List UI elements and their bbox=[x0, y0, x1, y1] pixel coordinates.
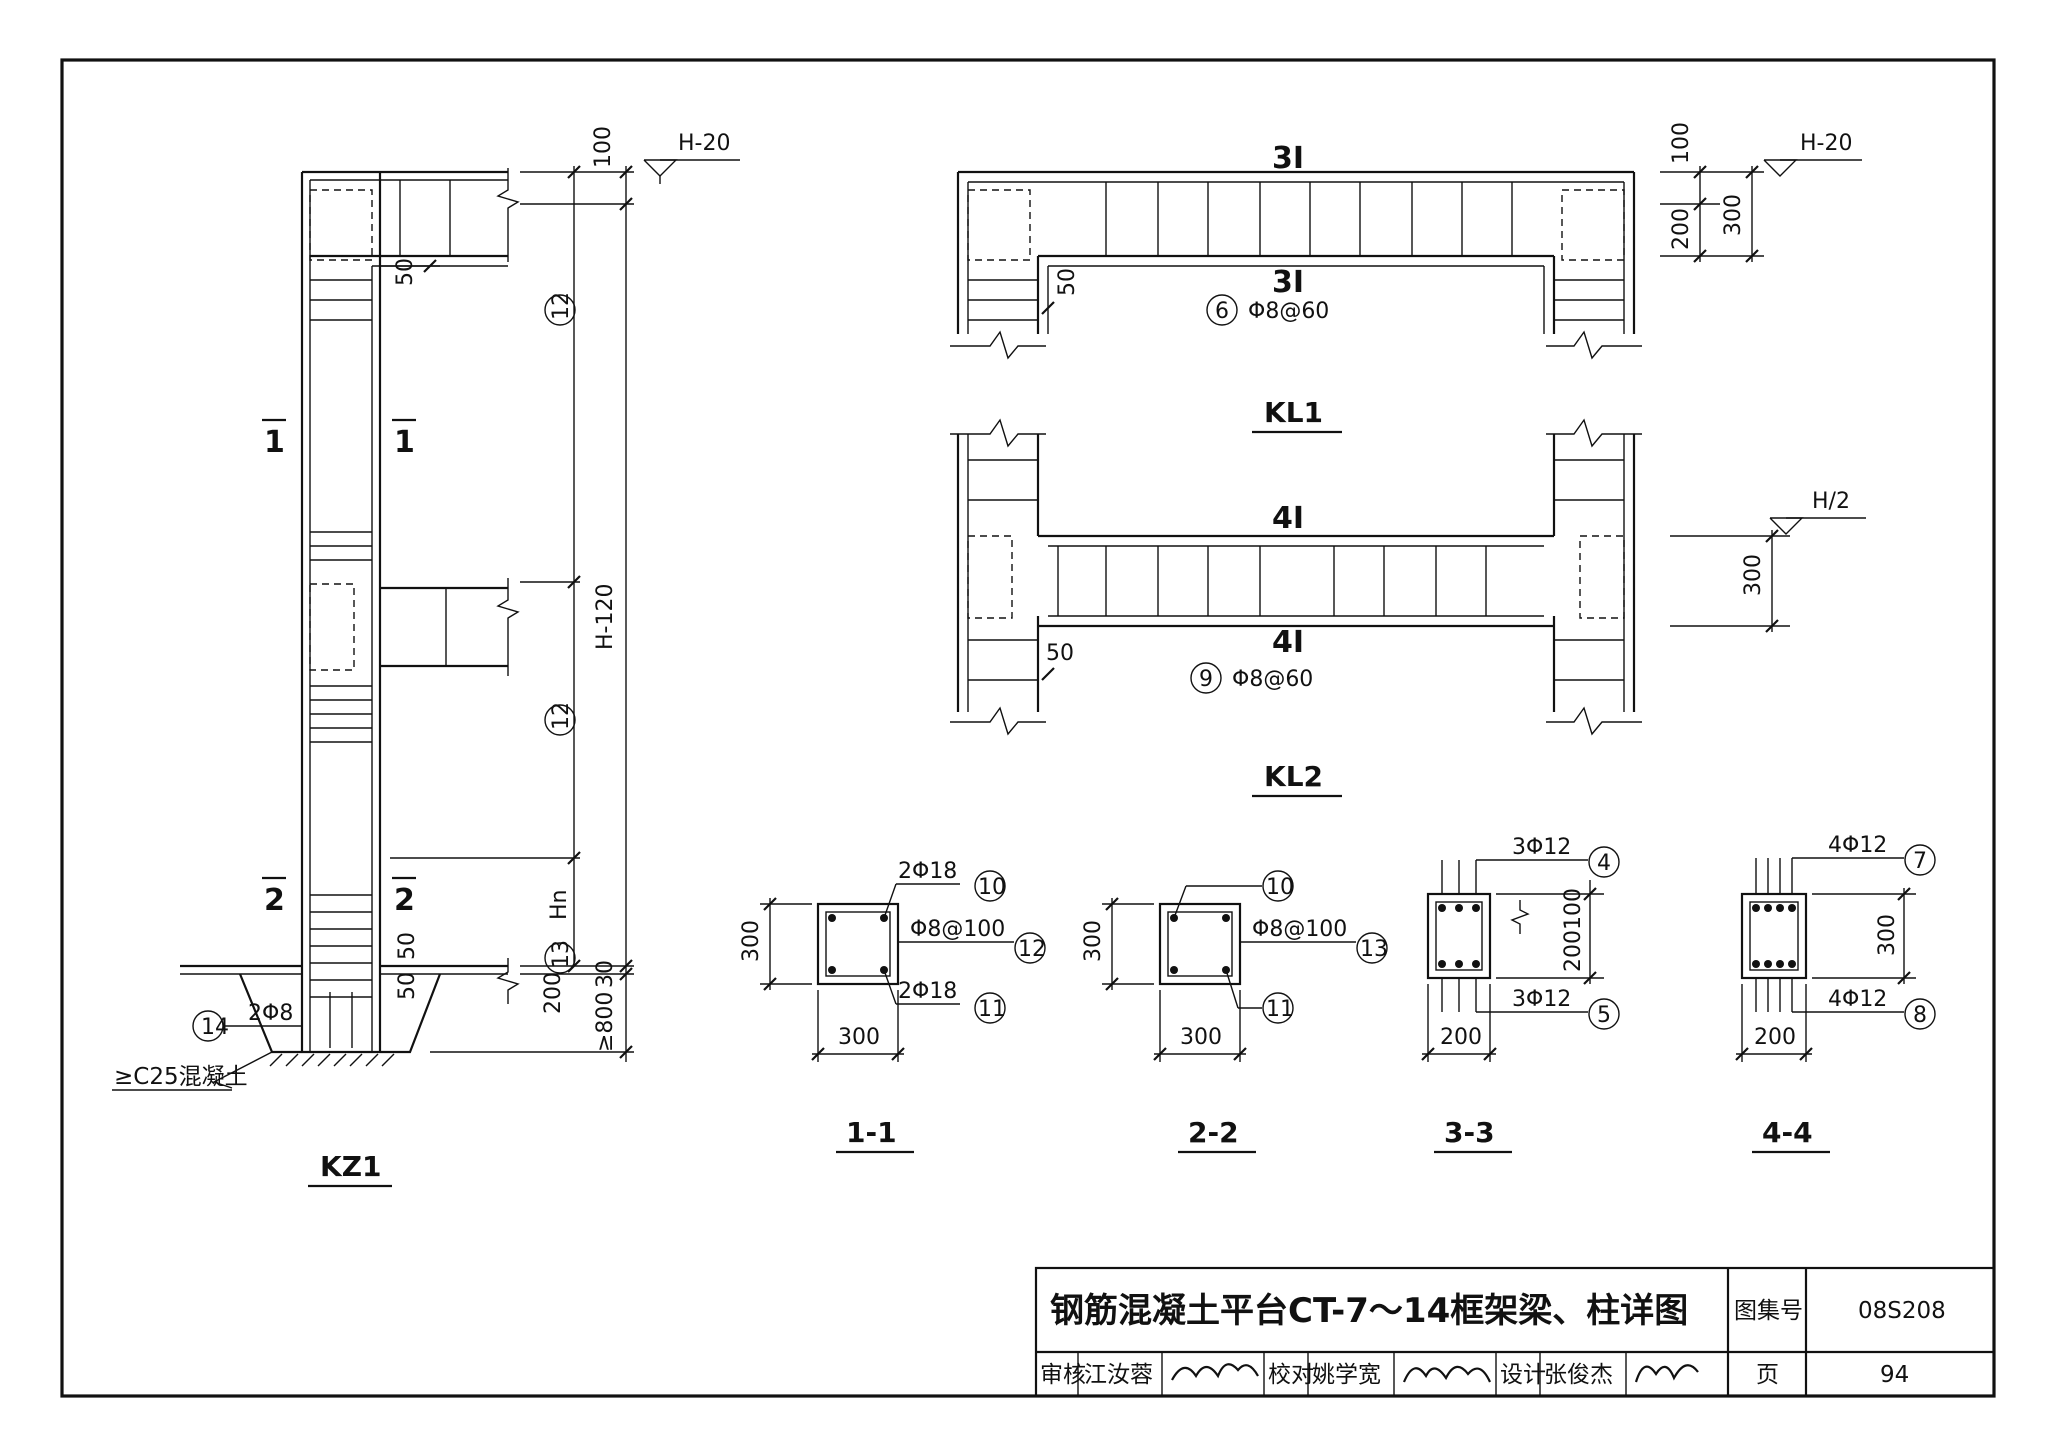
kl1-dim-100: 100 bbox=[1669, 122, 1694, 164]
kl1-top-bars: 3Ⅰ bbox=[1272, 141, 1304, 176]
atlas-label: 图集号 bbox=[1734, 1298, 1803, 1324]
kl1-caption: KL1 bbox=[1264, 396, 1323, 429]
sheet-border bbox=[60, 58, 1996, 1398]
reviewer-signature bbox=[1171, 1363, 1259, 1381]
kz1-dim-hn: Hn bbox=[547, 890, 572, 921]
sec2-caption: 2-2 bbox=[1188, 1116, 1239, 1149]
kz1-dim-30: 30 bbox=[593, 960, 618, 988]
sec2-top-mark: 10 bbox=[1266, 875, 1294, 900]
sec1-bot-mark: 11 bbox=[978, 997, 1006, 1022]
kz1-mark-13: 13 bbox=[549, 940, 574, 968]
kl1-bot-bars: 3Ⅰ bbox=[1272, 265, 1304, 300]
sec4-caption: 4-4 bbox=[1762, 1116, 1813, 1149]
kl2-elevation: 4Ⅰ 4Ⅰ 9 Φ8@60 50 300 H/2 KL2 bbox=[950, 418, 1866, 798]
kl1-dim-50: 50 bbox=[1055, 268, 1080, 296]
kz1-dim-50-b: 50 bbox=[395, 972, 420, 1000]
sec3-bot-mark: 5 bbox=[1597, 1003, 1611, 1028]
kz1-elevation: ≥C25混凝土 14 2Φ8 1 1 2 2 bbox=[112, 126, 740, 1188]
sec1-stirrup-mark: 12 bbox=[1018, 937, 1046, 962]
designer-signature bbox=[1634, 1364, 1699, 1383]
sec3-h2: 200 bbox=[1561, 930, 1586, 972]
review-label: 审核 bbox=[1040, 1362, 1086, 1388]
kl1-elevation: 3Ⅰ 3Ⅰ 6 Φ8@60 50 100 200 300 H-20 KL1 bbox=[950, 122, 1862, 434]
kz1-dim-50-a: 50 bbox=[395, 932, 420, 960]
sec3-h1: 100 bbox=[1561, 888, 1586, 930]
kl1-dim-300: 300 bbox=[1721, 194, 1746, 236]
kl1-stirrup: Φ8@60 bbox=[1248, 299, 1329, 324]
sec1-h: 300 bbox=[739, 920, 764, 962]
checker-signature bbox=[1402, 1365, 1492, 1383]
kl2-dim-50: 50 bbox=[1046, 641, 1074, 666]
kl2-dim-300: 300 bbox=[1741, 554, 1766, 596]
sec1-top-mark: 10 bbox=[978, 875, 1006, 900]
kz1-dim-50-top: 50 bbox=[393, 258, 418, 286]
drawing-title: 钢筋混凝土平台CT-7～14框架梁、柱详图 bbox=[1050, 1291, 1688, 1331]
kz1-sec1-left: 1 bbox=[264, 425, 285, 460]
check-label: 校对 bbox=[1268, 1362, 1314, 1388]
sec3-top: 3Φ12 bbox=[1512, 835, 1571, 860]
kl2-bot-bars: 4Ⅰ bbox=[1272, 625, 1304, 660]
kl2-stirrup-mark: 9 bbox=[1199, 667, 1213, 692]
sec2-stirrup: Φ8@100 bbox=[1252, 917, 1347, 942]
kz1-dim-h120: H-120 bbox=[593, 584, 618, 650]
sec4-bot: 4Φ12 bbox=[1828, 987, 1887, 1012]
kl1-stirrup-mark: 6 bbox=[1215, 299, 1229, 324]
sec4-h: 300 bbox=[1875, 914, 1900, 956]
kl2-stirrup: Φ8@60 bbox=[1232, 667, 1313, 692]
sec4-top: 4Φ12 bbox=[1828, 833, 1887, 858]
design-label: 设计 bbox=[1500, 1362, 1546, 1388]
section-1-1: 2Φ18 10 Φ8@100 12 2Φ18 11 300 300 1-1 bbox=[739, 859, 1046, 1154]
kz1-sec2-left: 2 bbox=[264, 883, 285, 918]
sec2-bot-mark: 11 bbox=[1266, 997, 1294, 1022]
sec3-top-mark: 4 bbox=[1597, 851, 1611, 876]
kz1-elev-top: H-20 bbox=[678, 131, 730, 156]
kl2-top-bars: 4Ⅰ bbox=[1272, 501, 1304, 536]
kz1-sec1-right: 1 bbox=[394, 425, 415, 460]
section-2-2: 10 Φ8@100 13 11 300 300 2-2 bbox=[1081, 870, 1388, 1154]
sec2-w: 300 bbox=[1180, 1025, 1222, 1050]
sec4-top-mark: 7 bbox=[1913, 849, 1927, 874]
kz1-mark-12-b: 12 bbox=[549, 702, 574, 730]
kl2-caption: KL2 bbox=[1264, 760, 1323, 793]
kl1-dim-200: 200 bbox=[1669, 208, 1694, 250]
sec4-bot-mark: 8 bbox=[1913, 1003, 1927, 1028]
page-label: 页 bbox=[1756, 1362, 1779, 1388]
kz1-mark-12-a: 12 bbox=[549, 292, 574, 320]
designer-name: 张俊杰 bbox=[1544, 1362, 1613, 1388]
sec2-stirrup-mark: 13 bbox=[1360, 937, 1388, 962]
section-4-4: 4Φ12 7 4Φ12 8 300 200 4-4 bbox=[1735, 833, 1936, 1154]
sec2-h: 300 bbox=[1081, 920, 1106, 962]
kl1-elev: H-20 bbox=[1800, 131, 1852, 156]
page-no: 94 bbox=[1880, 1362, 1909, 1388]
checker-name: 姚学宽 bbox=[1312, 1362, 1381, 1388]
kz1-sec2-right: 2 bbox=[394, 883, 415, 918]
sec4-w: 200 bbox=[1754, 1025, 1796, 1050]
kz1-dim-800: ≥800 bbox=[593, 992, 618, 1052]
kz1-concrete-note: ≥C25混凝土 bbox=[114, 1064, 248, 1090]
kz1-mark-14: 14 bbox=[201, 1015, 229, 1040]
kz1-bar-bottom: 2Φ8 bbox=[248, 1001, 293, 1026]
reviewer-name: 江汝蓉 bbox=[1084, 1362, 1153, 1388]
section-3-3: 3Φ12 4 3Φ12 5 100 200 200 3-3 bbox=[1421, 835, 1620, 1154]
sec3-caption: 3-3 bbox=[1444, 1116, 1495, 1149]
sec1-bot: 2Φ18 bbox=[898, 979, 957, 1004]
sec1-top: 2Φ18 bbox=[898, 859, 957, 884]
title-block: 钢筋混凝土平台CT-7～14框架梁、柱详图 图集号 08S208 页 94 审核… bbox=[1034, 1266, 1996, 1398]
sec3-w: 200 bbox=[1440, 1025, 1482, 1050]
sec1-w: 300 bbox=[838, 1025, 880, 1050]
kz1-dim-100: 100 bbox=[591, 126, 616, 168]
sec3-bot: 3Φ12 bbox=[1512, 987, 1571, 1012]
atlas-no: 08S208 bbox=[1858, 1298, 1946, 1324]
sec1-stirrup: Φ8@100 bbox=[910, 917, 1005, 942]
kz1-dim-200: 200 bbox=[541, 972, 566, 1014]
sec1-caption: 1-1 bbox=[846, 1116, 897, 1149]
kl2-elev: H/2 bbox=[1812, 489, 1850, 514]
kz1-caption: KZ1 bbox=[320, 1150, 381, 1183]
